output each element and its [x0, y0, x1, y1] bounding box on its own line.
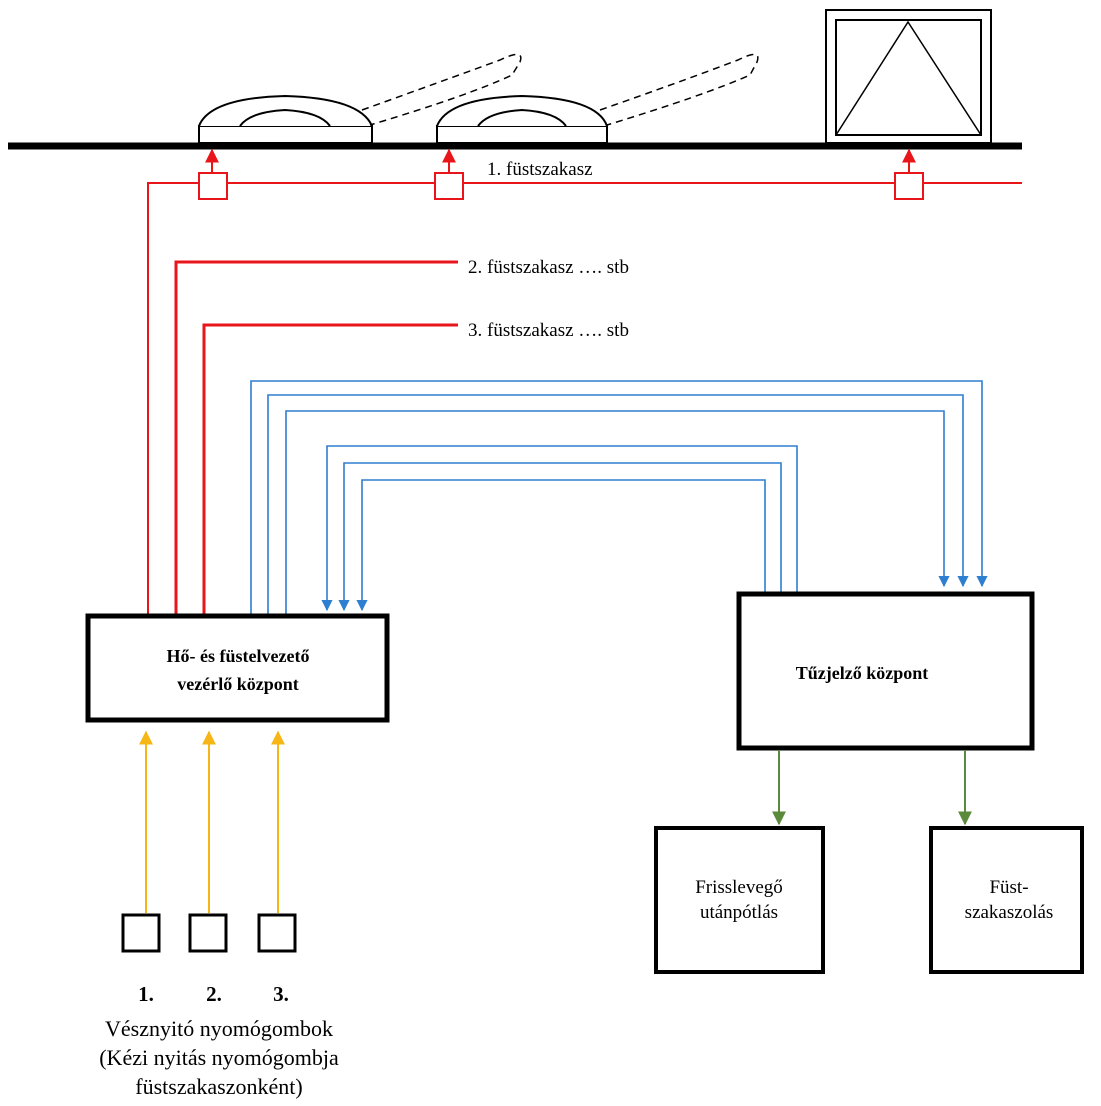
- roof-vent-icon: [198, 53, 522, 144]
- buttons-caption-line3: füstszakaszonként): [135, 1074, 302, 1099]
- control-lines-to-fire-panel: [250, 380, 988, 614]
- button-lines: [139, 730, 285, 913]
- controller-label-line2: vezérlő központ: [177, 674, 298, 694]
- emergency-button-3: [257, 913, 297, 953]
- fire-panel-label: Tűzjelző központ: [796, 663, 929, 683]
- emergency-button-2: [188, 913, 228, 953]
- actuator-icon: [894, 148, 924, 200]
- smoke-zone-1-line: [147, 182, 1022, 614]
- controller-label-line1: Hő- és füstelvezető: [167, 646, 310, 666]
- roof-window-icon: [825, 9, 992, 144]
- smoke-sectioning-label-line1: Füst-: [989, 877, 1028, 898]
- control-lines-to-controller: [321, 445, 798, 612]
- actuator-icon: [198, 148, 228, 200]
- emergency-button-1: [121, 913, 161, 953]
- button-label-3: 3.: [273, 982, 289, 1006]
- fresh-air-box: Frisslevegő utánpótlás: [654, 826, 825, 974]
- output-lines: [772, 750, 972, 826]
- buttons-caption-line1: Vésznyitó nyomógombok: [105, 1016, 333, 1041]
- smoke-zone-2-line: [174, 260, 458, 614]
- smoke-sectioning-box: Füst- szakaszolás: [929, 826, 1084, 974]
- buttons-caption-line2: (Kézi nyitás nyomógombja: [99, 1045, 339, 1070]
- smoke-zone-1-label: 1. füstszakasz: [487, 159, 593, 180]
- smoke-zone-2-label: 2. füstszakasz …. stb: [468, 257, 629, 278]
- button-label-2: 2.: [206, 982, 222, 1006]
- smoke-controller-box: Hő- és füstelvezető vezérlő központ: [85, 613, 390, 723]
- button-label-1: 1.: [138, 982, 154, 1006]
- actuator-icon: [434, 148, 464, 200]
- smoke-sectioning-label-line2: szakaszolás: [965, 902, 1054, 923]
- smoke-zone-3-line: [202, 323, 458, 614]
- fresh-air-label-line1: Frisslevegő: [695, 877, 783, 898]
- smoke-zone-3-label: 3. füstszakasz …. stb: [468, 320, 629, 341]
- roof-vent-icon: [436, 53, 759, 144]
- fire-alarm-panel-box: Tűzjelző központ: [736, 591, 1035, 751]
- fresh-air-label-line2: utánpótlás: [700, 902, 778, 923]
